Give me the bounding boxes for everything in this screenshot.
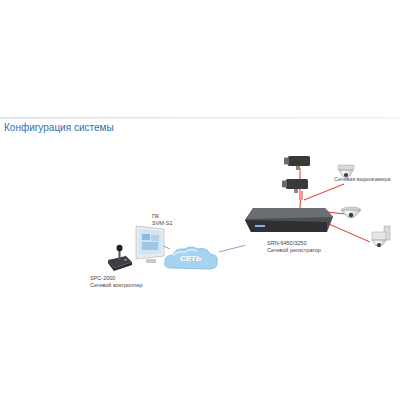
box-camera [284,156,310,170]
header-rule [0,117,400,119]
box-camera [282,179,308,193]
title-slot: Конфигурация системы [4,122,114,133]
device-node: SRN-6450/3250Сетевой регистратор [245,208,335,260]
device-label: Сетевой контроллер [90,283,143,289]
ptz-camera [372,226,390,247]
network-link [164,246,170,249]
device-node: ПКSVM-S1 [128,214,170,264]
device-label: SVM-S1 [152,221,172,227]
network-link [299,200,301,208]
device-label: ПК [152,214,159,220]
device-label: SPC-2000 [90,276,115,282]
device-label: СЕТЬ [180,255,202,263]
device-node: SPC-2000Сетевой контроллер [88,240,138,292]
device-label: Сетевая видеокамера [334,177,391,183]
device-node: СЕТЬ [163,246,219,272]
device-label: Сетевой регистратор [267,248,321,254]
diagram-title: Конфигурация системы [4,122,114,133]
network-link [219,245,245,252]
dome-camera [341,207,361,218]
device-node: Сетевая видеокамера [282,145,398,200]
device-label: SRN-6450/3250 [267,241,306,247]
